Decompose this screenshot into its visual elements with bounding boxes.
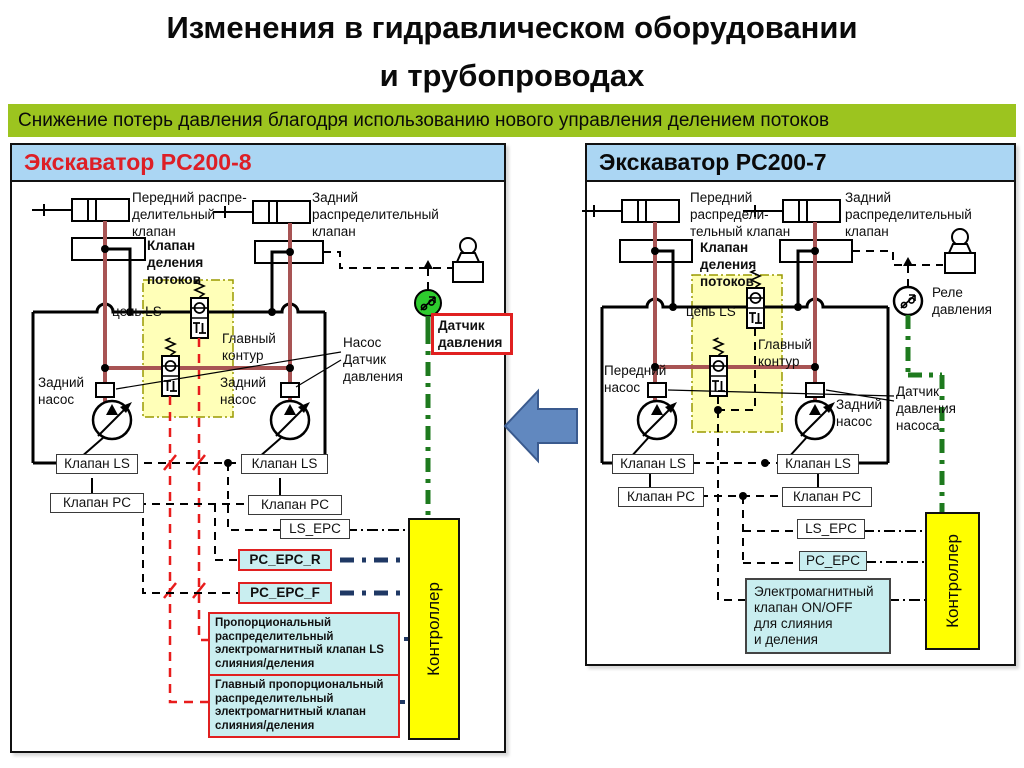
controller-box-right: Контроллер bbox=[925, 512, 980, 650]
front-valve-label: Передний распре- делительный клапан bbox=[132, 190, 247, 239]
page-title-line2: и трубопроводах bbox=[379, 58, 645, 93]
klapan-pc-box-right-r: Клапан PC bbox=[782, 487, 872, 507]
rear-valve-label: Задний распределительный клапан bbox=[312, 190, 439, 239]
prop-ls-valve-box: Пропорциональный распределительный элект… bbox=[208, 612, 400, 676]
green-signal-line-right bbox=[905, 315, 945, 512]
main-prop-valve-box: Главный пропорциональный распределительн… bbox=[208, 674, 400, 738]
klapan-pc-box-right: Клапан PC bbox=[248, 495, 342, 515]
ls-loop-r bbox=[600, 297, 890, 465]
accumulator-icon-left bbox=[452, 237, 484, 283]
callout-lines-left bbox=[115, 351, 342, 390]
pilot-arrowhead bbox=[423, 260, 433, 269]
main-circuit-label-r: Главный контур bbox=[758, 337, 812, 369]
main-circuit-label: Главный контур bbox=[222, 331, 276, 363]
rear-pump-label-right: Задний насос bbox=[220, 375, 267, 407]
pc-epc-box-r: PC_EPC bbox=[799, 551, 867, 571]
pump-connect-lines bbox=[79, 436, 283, 496]
black-pilot-lines bbox=[130, 251, 453, 594]
klapan-ls-box-right-r: Клапан LS bbox=[777, 454, 859, 474]
callout-lines-right bbox=[667, 389, 895, 402]
klapan-ls-box-right: Клапан LS bbox=[241, 454, 328, 474]
junction-dots bbox=[101, 245, 294, 467]
controller-label-right: Контроллер bbox=[942, 534, 962, 628]
ls-branch-lines bbox=[105, 247, 290, 312]
pump-connect-lines-r bbox=[629, 436, 819, 487]
klapan-pc-box-left-r: Клапан PC bbox=[618, 487, 704, 507]
klapan-ls-box-left-r: Клапан LS bbox=[612, 454, 694, 474]
flow-divider-highlight-r bbox=[691, 274, 783, 433]
onoff-valve-box: Электромагнитный клапан ON/OFF для слиян… bbox=[745, 578, 891, 654]
flow-divider-highlight bbox=[142, 279, 234, 418]
ls-circuit-label: цепь LS bbox=[112, 304, 162, 319]
page-title-line1: Изменения в гидравлическом оборудовании bbox=[166, 10, 858, 45]
ls-epc-box-r: LS_EPC bbox=[797, 519, 865, 539]
klapan-ls-box-left: Клапан LS bbox=[56, 454, 138, 474]
pressure-relay-label: Реле давления bbox=[932, 285, 992, 317]
subtitle-banner: Снижение потерь давления благодря исполь… bbox=[8, 104, 1016, 137]
black-pilot-lines-r bbox=[692, 250, 943, 601]
pump-pressure-sensor-label-r: Датчик давления насоса bbox=[896, 384, 956, 433]
panel-header-pc200-8: Экскаватор PC200-8 bbox=[12, 145, 504, 182]
pump-icon-right-r bbox=[794, 399, 837, 441]
pressure-sensor-label: Датчик давления bbox=[431, 313, 513, 355]
pump-sensor-block-left-r bbox=[647, 382, 667, 398]
controller-signal-lines-r bbox=[863, 530, 925, 601]
pump-icon-left-r bbox=[636, 399, 679, 441]
junction-dots-r bbox=[651, 247, 819, 500]
controller-box-left: Контроллер bbox=[408, 518, 460, 740]
controller-label-left: Контроллер bbox=[424, 582, 444, 676]
right-diagram bbox=[581, 199, 976, 601]
pc-epc-r-box: PC_EPC_R bbox=[238, 549, 332, 571]
front-pump-label-r: Передний насос bbox=[604, 363, 667, 395]
pump-icon-left bbox=[91, 399, 134, 441]
pc-epc-signal-lines bbox=[328, 557, 408, 596]
front-cylinder-icon bbox=[31, 198, 130, 222]
page-title: Изменения в гидравлическом оборудовании … bbox=[0, 4, 1024, 100]
pc-epc-f-box: PC_EPC_F bbox=[238, 582, 332, 604]
pilot-arrowhead-r bbox=[903, 257, 913, 266]
ls-branch-lines-r bbox=[655, 249, 815, 307]
left-diagram bbox=[31, 198, 484, 704]
pump-sensor-callout-label: Насос Датчик давления bbox=[343, 335, 403, 384]
comparison-arrow-icon bbox=[503, 388, 578, 464]
pump-sensor-block-left bbox=[95, 382, 115, 398]
pump-sensor-block-right-r bbox=[805, 382, 825, 398]
red-pilot-lines bbox=[163, 338, 208, 704]
ls-circuit-label-r: цепь LS bbox=[686, 304, 736, 319]
front-valve-label-r: Передний распредели- тельный клапан bbox=[690, 190, 791, 239]
pump-sensor-block-right bbox=[280, 382, 300, 398]
klapan-pc-box-left: Клапан PC bbox=[50, 493, 144, 513]
rear-valve-label-r: Задний распределительный клапан bbox=[845, 190, 972, 239]
panel-header-pc200-7: Экскаватор PC200-7 bbox=[587, 145, 1014, 182]
ls-epc-box: LS_EPC bbox=[280, 519, 350, 539]
rear-pump-label-r: Задний насос bbox=[836, 397, 883, 429]
flow-divider-label-r: Клапан деления потоков bbox=[700, 240, 757, 289]
flow-divider-label: Клапан деления потоков bbox=[147, 238, 204, 287]
pump-icon-right bbox=[269, 399, 312, 441]
rear-pump-label-left: Задний насос bbox=[38, 375, 85, 407]
front-cylinder-icon-r bbox=[581, 199, 680, 223]
